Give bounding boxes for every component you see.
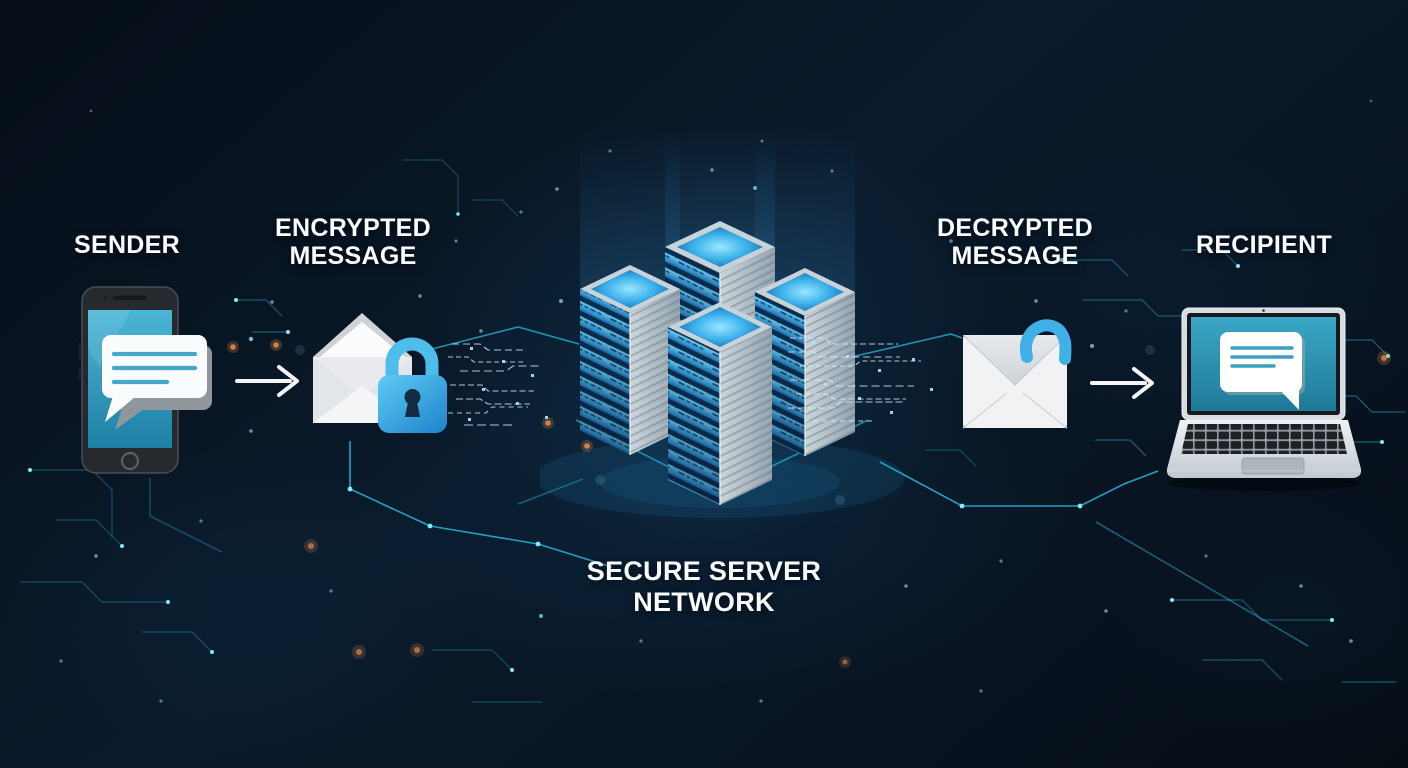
arrow-sender-to-encrypted [235,365,299,397]
padlock-closed [378,337,447,433]
network-node-dots [28,212,1390,672]
chat-bubble [1220,332,1305,410]
sender-label: SENDER [74,231,180,259]
data-stream-right-bits [812,341,933,414]
laptop-chat-icon [1166,307,1362,491]
light-beams [580,130,855,293]
circuit-traces-left [20,469,213,653]
envelope-padlock-icon [313,313,447,433]
data-stream-right [788,337,921,422]
circuit-traces-top-center [402,159,519,217]
encrypted-message-label: ENCRYPTED MESSAGE [275,214,431,270]
chat-bubble [102,335,212,430]
server-tower-left [580,265,680,455]
recipient-label: RECIPIENT [1195,231,1333,259]
circuit-traces-top-right [1062,249,1239,317]
server-tower-front [668,302,772,505]
envelope-open-padlock-icon [962,319,1072,429]
secure-server-network-label: SECURE SERVER NETWORK [586,556,822,617]
sparkle-dots [59,99,1373,703]
decrypted-message-label: DECRYPTED MESSAGE [937,214,1093,270]
circuit-traces-bottom-center [432,449,977,703]
padlock-open-shackle [1019,319,1072,365]
circuit-traces-bottom-right [1172,599,1396,683]
smartphone-chat-icon [78,286,212,474]
arrow-decrypted-to-recipient [1090,367,1154,399]
data-stream-left [448,343,541,426]
circuit-traces-upper-left [236,299,288,333]
server-rack-cluster-icon [540,130,905,518]
data-stream-left-bits [468,347,548,421]
